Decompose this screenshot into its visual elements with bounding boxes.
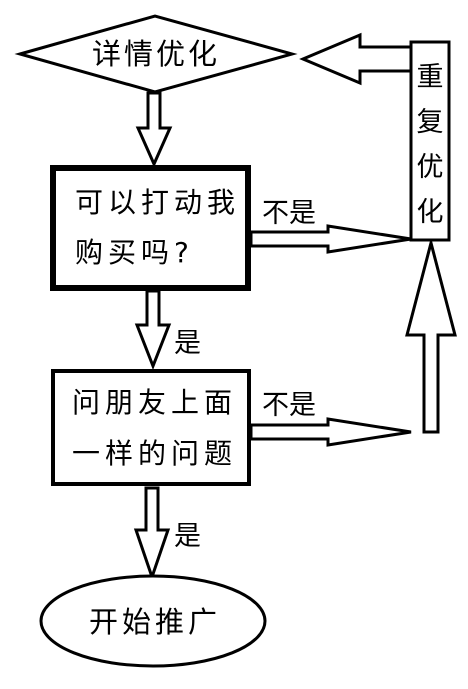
question2-line1: 问朋友上面 (72, 386, 237, 419)
end-ellipse (39, 574, 267, 668)
no-label-2: 不是 (262, 390, 316, 421)
arrow-repeat-to-diamond (299, 32, 413, 86)
yes-label-1: 是 (174, 328, 201, 359)
question2-line2: 一样的问题 (72, 437, 237, 470)
question1-line2: 购买吗? (75, 236, 194, 269)
end-ellipse-label: 开始推广 (89, 605, 221, 639)
repeat-char-4: 化 (417, 197, 444, 228)
arrow-up-right (405, 237, 457, 434)
question2-box (51, 369, 251, 486)
arrow-q2-no (249, 417, 412, 447)
question1-box (50, 165, 251, 291)
repeat-char-3: 优 (417, 152, 444, 183)
arrow-q2-to-end (133, 486, 171, 582)
repeat-box (409, 40, 451, 242)
arrow-q1-no (249, 224, 412, 254)
repeat-char-1: 重 (417, 62, 444, 93)
start-diamond-label: 详情优化 (92, 37, 220, 71)
arrow-q1-to-q2 (134, 289, 172, 371)
yes-label-2: 是 (174, 521, 201, 552)
no-label-1: 不是 (262, 198, 316, 229)
start-diamond (14, 14, 298, 94)
repeat-char-2: 复 (417, 107, 444, 138)
arrow-diamond-to-q1 (135, 91, 173, 168)
question1-line1: 可以打动我 (75, 186, 240, 219)
